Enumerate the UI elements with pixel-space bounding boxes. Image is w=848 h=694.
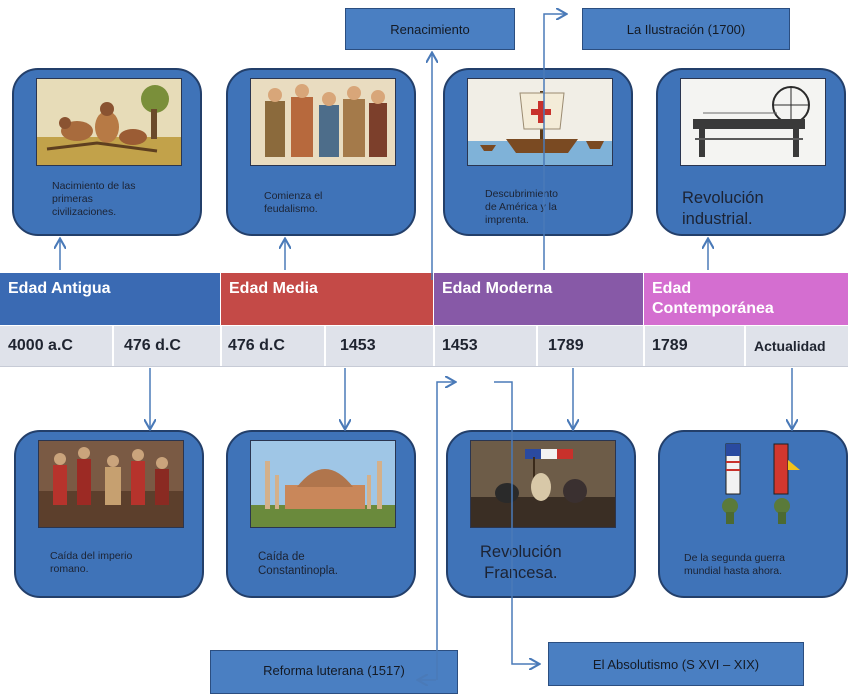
- event-card-postwar: De la segunda guerra mundial hasta ahora…: [658, 430, 848, 598]
- date-separator: [536, 326, 538, 366]
- cold-war-rockets-illustration: [682, 440, 826, 526]
- callout-renacimiento: Renacimiento: [345, 8, 515, 50]
- hagia-sophia-illustration: [250, 440, 396, 528]
- callout-renacimiento-label: Renacimiento: [390, 21, 470, 37]
- event-text-line: Caída de: [258, 551, 305, 563]
- date-label: 476 d.C: [124, 337, 181, 354]
- event-text-line: De la segunda guerra: [684, 552, 785, 564]
- era-label: Edad Media: [229, 280, 318, 297]
- callout-reforma: Reforma luterana (1517): [210, 650, 458, 694]
- medieval-figures-illustration: [250, 78, 396, 166]
- event-text-line: Comienza el: [264, 190, 323, 202]
- event-card-roman-fall: Caída del imperio romano.: [14, 430, 204, 598]
- event-text-line: Constantinopla.: [258, 565, 338, 578]
- event-text-line: Revolución: [480, 543, 562, 561]
- era-band-media: Edad Media: [221, 273, 433, 325]
- era-label: Contemporánea: [652, 300, 774, 317]
- era-label: Edad Antigua: [8, 280, 111, 297]
- event-text-line: primeras: [52, 193, 93, 206]
- date-separator: [112, 326, 114, 366]
- era-band-antigua: Edad Antigua: [0, 273, 220, 325]
- date-separator: [744, 326, 746, 366]
- event-text-line: mundial hasta ahora.: [684, 565, 783, 578]
- event-card-constantinople: Caída de Constantinopla.: [226, 430, 416, 598]
- spinning-machine-illustration: [680, 78, 826, 166]
- date-label: 1453: [442, 337, 478, 354]
- date-label: 1453: [340, 337, 376, 354]
- date-label: 4000 a.C: [8, 337, 73, 354]
- date-label: Actualidad: [754, 338, 826, 354]
- date-separator: [220, 326, 222, 366]
- callout-ilustracion: La Ilustración (1700): [582, 8, 790, 50]
- event-card-civilizations: Nacimiento de las primeras civilizacione…: [12, 68, 202, 236]
- event-text-line: industrial.: [682, 209, 753, 228]
- caravel-ship-illustration: [467, 78, 613, 166]
- date-label: 1789: [548, 337, 584, 354]
- event-text-line: Caída del imperio: [50, 550, 133, 562]
- callout-absolutismo: El Absolutismo (S XVI – XIX): [548, 642, 804, 686]
- event-card-industrial: Revolución industrial.: [656, 68, 846, 236]
- dates-row: [0, 326, 848, 367]
- date-separator: [433, 326, 435, 366]
- date-label: 476 d.C: [228, 337, 285, 354]
- era-label: Edad Moderna: [442, 280, 553, 297]
- callout-reforma-label: Reforma luterana (1517): [263, 663, 405, 678]
- event-text-line: civilizaciones.: [52, 206, 117, 219]
- era-band-contemporanea: Edad Contemporánea: [644, 273, 848, 325]
- callout-ilustracion-label: La Ilustración (1700): [626, 21, 746, 37]
- event-text-line: romano.: [50, 563, 89, 576]
- event-text-line: imprenta.: [485, 214, 529, 227]
- event-text-line: Francesa.: [484, 563, 558, 582]
- date-separator: [324, 326, 326, 366]
- event-card-french-revolution: Revolución Francesa.: [446, 430, 636, 598]
- event-card-discovery: Descubrimiento de América y la imprenta.: [443, 68, 633, 236]
- event-text-line: Revolución: [682, 189, 764, 207]
- date-label: 1789: [652, 337, 688, 354]
- roman-battle-illustration: [38, 440, 184, 528]
- callout-absolutismo-label: El Absolutismo (S XVI – XIX): [592, 656, 760, 672]
- event-text-line: Descubrimiento: [485, 188, 558, 200]
- era-label: Edad: [652, 280, 692, 297]
- cavemen-illustration: [36, 78, 182, 166]
- date-separator: [643, 326, 645, 366]
- liberty-leading-people-illustration: [470, 440, 616, 528]
- event-text-line: de América y la: [485, 201, 557, 214]
- event-card-feudalism: Comienza el feudalismo.: [226, 68, 416, 236]
- era-band-moderna: Edad Moderna: [434, 273, 643, 325]
- event-text-line: Nacimiento de las: [52, 180, 136, 192]
- event-text-line: feudalismo.: [264, 203, 318, 216]
